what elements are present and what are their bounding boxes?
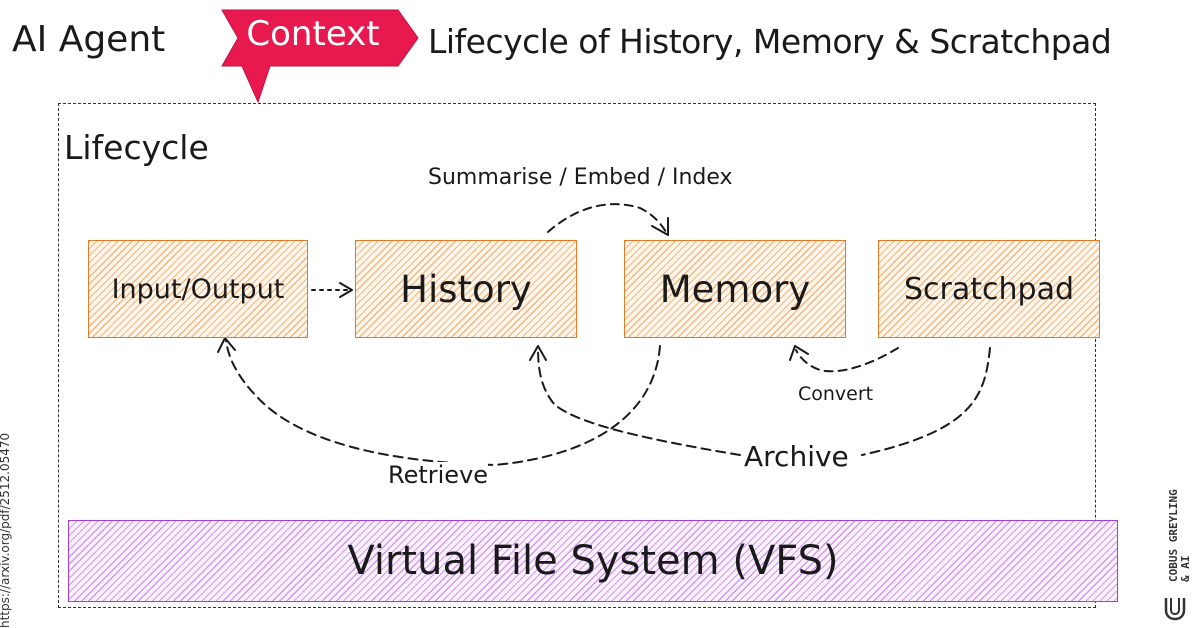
summarise-arrow	[547, 203, 667, 233]
retrieve-arrowhead	[217, 337, 236, 353]
title-suffix: Lifecycle of History, Memory & Scratchpa…	[428, 22, 1112, 61]
brand-logo-icon	[1164, 598, 1186, 621]
vfs-node: Virtual File System (VFS)	[68, 520, 1118, 602]
history-node: History	[355, 240, 577, 338]
retrieve-label: Retrieve	[388, 461, 489, 489]
archive-label: Archive	[744, 440, 849, 473]
convert-arrowhead	[789, 345, 809, 361]
title-badge: Context	[246, 14, 380, 54]
summarise-label: Summarise / Embed / Index	[428, 165, 733, 190]
memory-node: Memory	[624, 240, 846, 338]
convert-arrow	[795, 347, 899, 373]
brand-line-2: & AI	[1179, 555, 1192, 583]
summarise-arrowhead	[651, 217, 669, 236]
source-url: https://arxiv.org/pdf/2512.05470	[0, 432, 12, 628]
lifecycle-frame	[58, 103, 1096, 608]
convert-label: Convert	[798, 383, 874, 405]
retrieve-arrow	[225, 339, 661, 466]
io-to-history-arrowhead	[339, 282, 353, 298]
brand-text: COBUS GREYLING & AI	[1167, 489, 1192, 583]
context-badge-shape	[221, 9, 419, 104]
input-output-node: Input/Output	[88, 240, 308, 338]
lifecycle-label: Lifecycle	[64, 128, 209, 167]
title-prefix: AI Agent	[12, 19, 166, 60]
scratchpad-node: Scratchpad	[878, 240, 1100, 338]
archive-arrow	[537, 347, 991, 456]
archive-arrowhead	[529, 345, 547, 361]
